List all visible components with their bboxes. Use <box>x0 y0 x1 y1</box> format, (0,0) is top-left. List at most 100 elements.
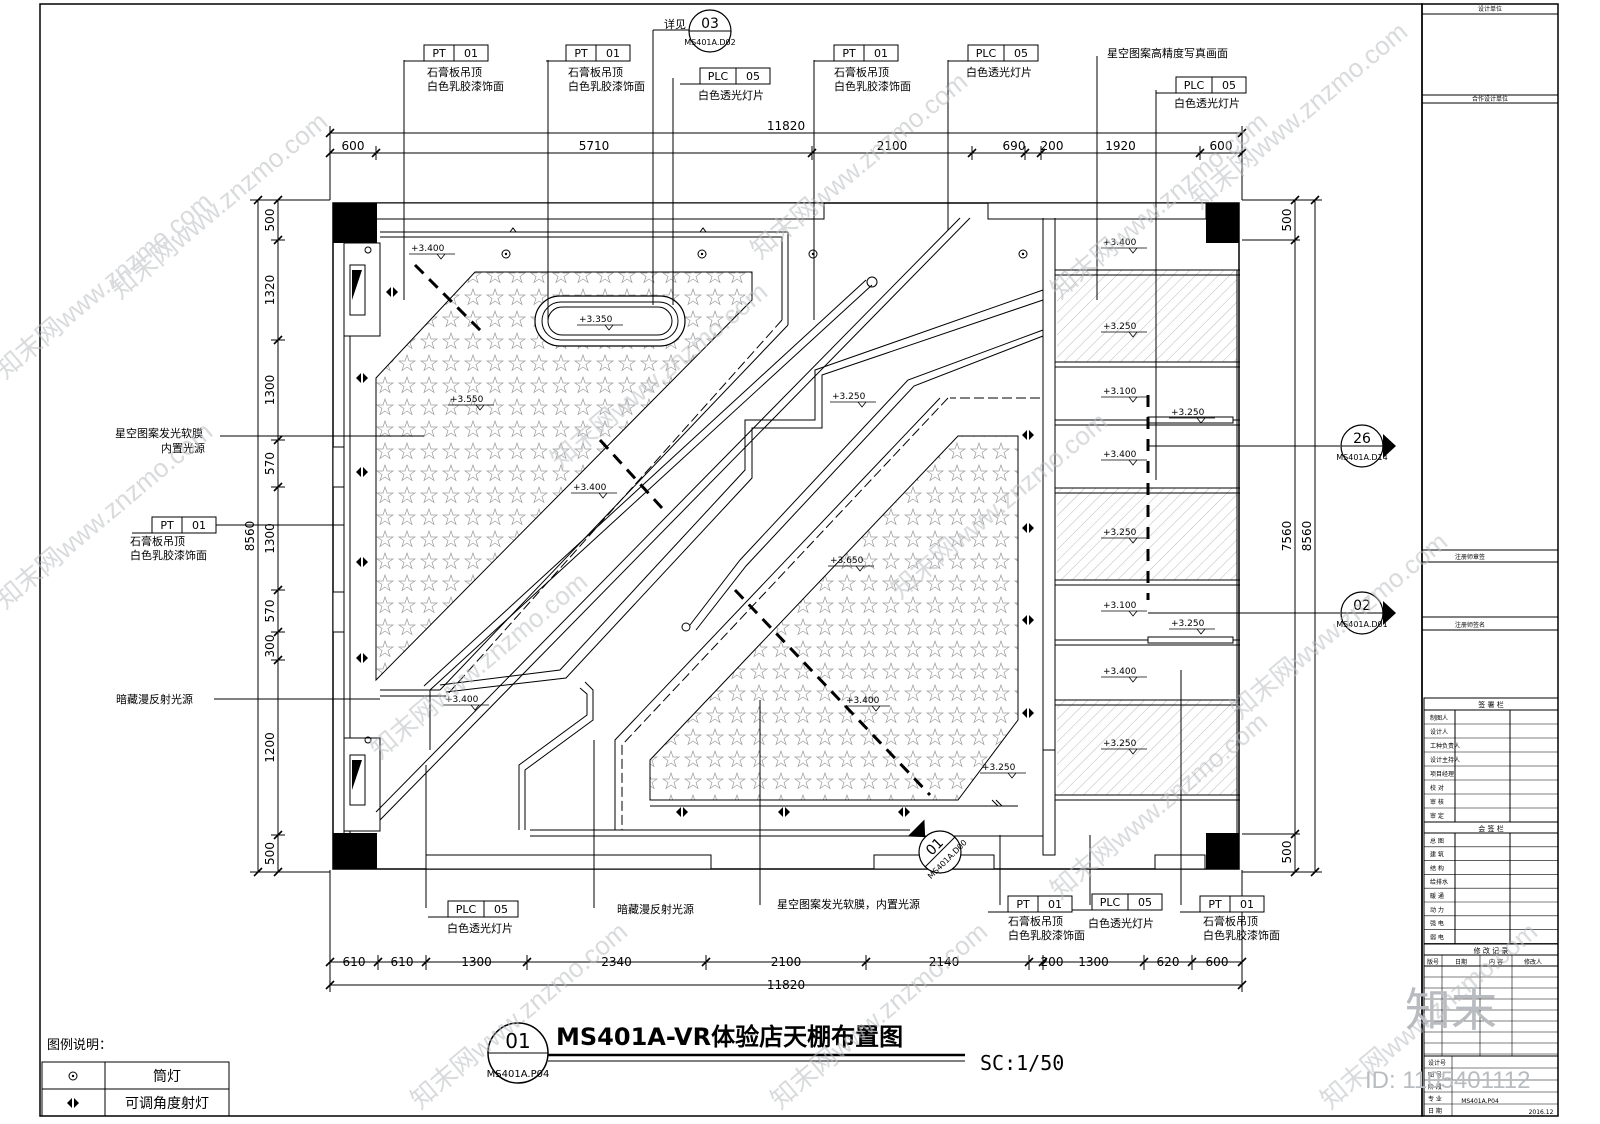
downlight-icon <box>697 249 707 259</box>
downlight-icon <box>501 249 511 259</box>
note-gypsum-3a: 石膏板吊顶 <box>834 65 889 79</box>
dim-bottom-1: 610 <box>391 955 414 969</box>
callout-ref-26: MS401A.D14 <box>1336 453 1387 462</box>
tag-num: 01 <box>1048 898 1062 911</box>
spotlight-icon <box>898 807 910 817</box>
dim-top-5: 1920 <box>1105 139 1136 153</box>
tb-row-label: 弱 电 <box>1430 933 1444 941</box>
dim-bottom-8: 620 <box>1157 955 1180 969</box>
spotlight-icon <box>386 287 398 297</box>
elevation-label: +3.650 <box>830 556 864 566</box>
spotlight-icon <box>1022 708 1034 718</box>
dim-left-8: 500 <box>263 842 277 865</box>
tb-bottom-label: 图 号 <box>1428 1072 1442 1079</box>
elevation-label: +3.250 <box>982 763 1016 773</box>
tb-revision-col: 版号 <box>1427 958 1439 966</box>
note-starry-film-1: 星空图案发光软膜 <box>115 426 203 440</box>
watermark-text: 知末网www.znzmo.com <box>1225 526 1453 724</box>
tb-row-label: 审 核 <box>1430 798 1444 806</box>
dim-top-total: 11820 <box>767 119 805 133</box>
elevation-mark: +3.350 <box>577 315 623 331</box>
dim-left-7: 1200 <box>263 732 277 763</box>
elevation-label: +3.400 <box>1103 238 1137 248</box>
tb-bottom-label: 日 期 <box>1428 1107 1442 1115</box>
tag-code: PLC <box>1100 896 1121 909</box>
drawing-sheet-ref: MS401A.P04 <box>487 1069 550 1080</box>
dim-bottom-5: 2140 <box>929 955 960 969</box>
note-starry-photo: 星空图案高精度写真画面 <box>1107 46 1228 60</box>
note-light-panel-3: 白色透光灯片 <box>1174 96 1240 110</box>
tb-row-label: 结 构 <box>1430 864 1444 872</box>
column <box>1206 203 1239 243</box>
column <box>333 833 377 869</box>
callout-num-02: 02 <box>1353 598 1371 614</box>
dim-top-2: 2100 <box>877 139 908 153</box>
elevation-mark: +3.100 <box>1101 387 1147 403</box>
tb-row-label: 暖 通 <box>1430 892 1444 900</box>
dim-left-total: 8560 <box>243 521 257 552</box>
dim-left-6: 300 <box>263 635 277 658</box>
drawing-title-block: 01 MS401A.P04 MS401A-VR体验店天棚布置图 SC:1/50 <box>487 1022 1064 1084</box>
elevation-mark: +3.400 <box>1101 667 1147 683</box>
tb-seal-2: 注册师签名 <box>1455 621 1485 629</box>
drawing-title: MS401A-VR体验店天棚布置图 <box>556 1023 903 1051</box>
spotlight-icon <box>778 807 790 817</box>
dim-bottom-3: 2340 <box>601 955 632 969</box>
legend-heading: 图例说明： <box>47 1038 112 1053</box>
elevation-mark: +3.400 <box>409 244 455 260</box>
spotlight-icon <box>676 807 688 817</box>
note-light-panel-5: 白色透光灯片 <box>1088 916 1154 930</box>
tb-row-label: 建 筑 <box>1430 851 1444 859</box>
note-gypsum-4b: 白色乳胶漆饰面 <box>130 548 207 562</box>
section-callout-26: 26 MS401A.D14 <box>1336 424 1396 468</box>
tb-bottom-label: 阶 段 <box>1428 1083 1442 1091</box>
dim-tick <box>253 195 263 205</box>
tb-row-label: 强 电 <box>1430 920 1444 928</box>
note-starry-film-bottom: 星空图案发光软膜，内置光源 <box>777 897 920 911</box>
elevation-label: +3.250 <box>1171 619 1205 629</box>
note-light-panel-4: 白色透光灯片 <box>447 921 513 935</box>
elevation-mark: +3.250 <box>1101 322 1147 338</box>
elevation-label: +3.250 <box>1103 528 1137 538</box>
dim-tick <box>325 980 335 990</box>
tb-design-unit: 设计单位 <box>1478 5 1502 13</box>
tb-row-label: 审 定 <box>1430 812 1444 820</box>
elevation-mark: +3.250 <box>1101 528 1147 544</box>
spotlight-icon <box>356 557 368 567</box>
dim-top-4: 200 <box>1041 139 1064 153</box>
elevation-mark: +3.400 <box>571 483 617 499</box>
spotlight-icon <box>1022 430 1034 440</box>
tag-code: PT <box>160 519 174 532</box>
elevation-label: +3.400 <box>1103 667 1137 677</box>
elevation-label: +3.100 <box>1103 387 1137 397</box>
dim-top-0: 600 <box>342 139 365 153</box>
dimension-lines <box>250 126 1322 992</box>
tb-cooperating-unit: 合作设计单位 <box>1472 95 1508 103</box>
spotlight-icon <box>356 653 368 663</box>
tag-num: 01 <box>606 47 620 60</box>
elevation-label: +3.400 <box>411 244 445 254</box>
tb-row-label: 项目经理 <box>1430 770 1454 778</box>
elevation-mark: +3.650 <box>828 556 874 572</box>
tb-bottom-label: 设计号 <box>1428 1059 1446 1067</box>
dim-tick <box>1237 128 1247 138</box>
note-gypsum-2b: 白色乳胶漆饰面 <box>568 79 645 93</box>
watermark-text: 知末网www.znzmo.com <box>765 916 993 1114</box>
tb-row-label: 设计人 <box>1430 728 1448 736</box>
elevation-label: +3.350 <box>579 315 613 325</box>
tb-row-label: 总 图 <box>1430 837 1444 845</box>
ceiling-plan <box>332 202 1240 870</box>
tag-code: PLC <box>1184 79 1205 92</box>
dim-left-0: 500 <box>263 209 277 232</box>
tag-code: PT <box>842 47 856 60</box>
drawing-scale: SC:1/50 <box>980 1051 1064 1075</box>
callout-ref-02: MS401A.D01 <box>1336 620 1387 629</box>
dim-right-top: 500 <box>1280 209 1294 232</box>
tb-row-label: 校 对 <box>1430 784 1444 792</box>
note-gypsum-6b: 白色乳胶漆饰面 <box>1203 928 1280 942</box>
